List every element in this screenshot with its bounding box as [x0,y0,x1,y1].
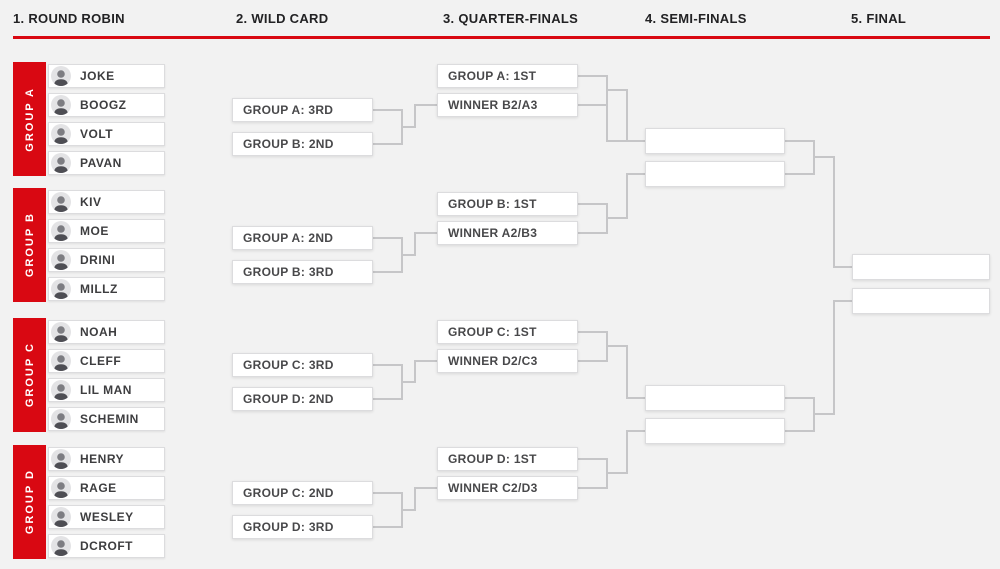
player-avatar [51,66,71,86]
group-b-label: GROUP B [23,212,36,278]
wildcard-slot-a3[interactable]: GROUP A: 3RD [232,98,373,122]
player-avatar [51,351,71,371]
player-name: BOOGZ [80,98,127,112]
player-row[interactable]: PAVAN [48,151,165,175]
player-avatar [51,279,71,299]
player-avatar [51,380,71,400]
player-row[interactable]: DCROFT [48,534,165,558]
player-avatar [51,95,71,115]
column-header-quarter-finals: 3. QUARTER-FINALS [443,11,579,26]
column-header-semi-finals: 4. SEMI-FINALS [645,11,747,26]
quarterfinal-slot-b1[interactable]: GROUP B: 1ST [437,192,578,216]
player-name: HENRY [80,452,125,466]
wildcard-slot-c3[interactable]: GROUP C: 3RD [232,353,373,377]
player-name: NOAH [80,325,118,339]
player-row[interactable]: WESLEY [48,505,165,529]
player-row[interactable]: LIL MAN [48,378,165,402]
player-row[interactable]: JOKE [48,64,165,88]
group-d-bar: GROUP D [13,445,46,559]
player-name: LIL MAN [80,383,132,397]
player-name: PAVAN [80,156,122,170]
player-row[interactable]: CLEFF [48,349,165,373]
player-row[interactable]: DRINI [48,248,165,272]
final-slot-1[interactable] [852,254,990,280]
player-avatar [51,478,71,498]
semifinal-slot-2[interactable] [645,161,785,187]
player-avatar [51,124,71,144]
player-avatar [51,192,71,212]
wildcard-slot-d3[interactable]: GROUP D: 3RD [232,515,373,539]
group-b-bar: GROUP B [13,188,46,302]
quarterfinal-slot-c1[interactable]: GROUP C: 1ST [437,320,578,344]
player-name: VOLT [80,127,114,141]
wildcard-slot-c2[interactable]: GROUP C: 2ND [232,481,373,505]
player-name: KIV [80,195,102,209]
player-name: WESLEY [80,510,134,524]
quarterfinal-slot-winner-a2b3[interactable]: WINNER A2/B3 [437,221,578,245]
player-name: RAGE [80,481,117,495]
wildcard-slot-b3[interactable]: GROUP B: 3RD [232,260,373,284]
group-c-bar: GROUP C [13,318,46,432]
header-divider-rule [13,36,990,39]
player-avatar [51,449,71,469]
wildcard-slot-a2[interactable]: GROUP A: 2ND [232,226,373,250]
player-name: CLEFF [80,354,122,368]
semifinal-slot-3[interactable] [645,385,785,411]
player-avatar [51,221,71,241]
wildcard-slot-d2[interactable]: GROUP D: 2ND [232,387,373,411]
player-avatar [51,322,71,342]
player-avatar [51,250,71,270]
player-name: JOKE [80,69,115,83]
player-row[interactable]: HENRY [48,447,165,471]
group-a-label: GROUP A [23,86,36,152]
quarterfinal-slot-winner-d2c3[interactable]: WINNER D2/C3 [437,349,578,373]
player-avatar [51,153,71,173]
semifinal-slot-4[interactable] [645,418,785,444]
player-row[interactable]: MOE [48,219,165,243]
quarterfinal-slot-winner-c2d3[interactable]: WINNER C2/D3 [437,476,578,500]
player-avatar [51,409,71,429]
group-c-label: GROUP C [23,342,36,408]
player-avatar [51,507,71,527]
player-name: MOE [80,224,109,238]
player-name: DCROFT [80,539,133,553]
semifinal-slot-1[interactable] [645,128,785,154]
player-row[interactable]: VOLT [48,122,165,146]
final-slot-2[interactable] [852,288,990,314]
quarterfinal-slot-a1[interactable]: GROUP A: 1ST [437,64,578,88]
player-row[interactable]: BOOGZ [48,93,165,117]
group-d-label: GROUP D [23,469,36,535]
wildcard-slot-b2[interactable]: GROUP B: 2ND [232,132,373,156]
player-row[interactable]: NOAH [48,320,165,344]
player-row[interactable]: RAGE [48,476,165,500]
player-name: SCHEMIN [80,412,139,426]
player-row[interactable]: KIV [48,190,165,214]
player-row[interactable]: MILLZ [48,277,165,301]
player-name: MILLZ [80,282,118,296]
column-header-wild-card: 2. WILD CARD [236,11,329,26]
column-header-final: 5. FINAL [851,11,907,26]
group-a-bar: GROUP A [13,62,46,176]
quarterfinal-slot-d1[interactable]: GROUP D: 1ST [437,447,578,471]
player-name: DRINI [80,253,116,267]
player-row[interactable]: SCHEMIN [48,407,165,431]
column-header-round-robin: 1. ROUND ROBIN [13,11,125,26]
player-avatar [51,536,71,556]
quarterfinal-slot-winner-b2a3[interactable]: WINNER B2/A3 [437,93,578,117]
